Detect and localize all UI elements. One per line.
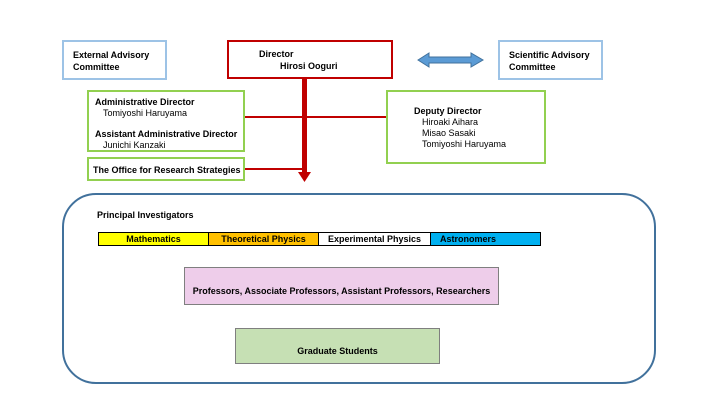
research-container [62, 193, 656, 384]
deputy-name-1: Hiroaki Aihara [422, 117, 479, 127]
director-name: Hirosi Ooguri [280, 61, 338, 71]
graduate-students-label: Graduate Students [297, 346, 378, 356]
administrative-director-name: Tomiyoshi Haruyama [103, 108, 188, 118]
research-office-label: The Office for Research Strategies [93, 165, 241, 175]
double-arrow-icon [417, 52, 484, 68]
scientific-advisory-line2: Committee [509, 62, 556, 72]
assistant-director-title: Assistant Administrative Director [95, 129, 238, 139]
field-astronomers: Astronomers [430, 232, 541, 246]
external-advisory-line2: Committee [73, 62, 120, 72]
deputy-name-2: Misao Sasaki [422, 128, 476, 138]
deputy-name-3: Tomiyoshi Haruyama [422, 139, 507, 149]
professors-label: Professors, Associate Professors, Assist… [192, 286, 491, 296]
external-advisory-committee: External Advisory Committee [62, 40, 167, 80]
graduate-students-box: Graduate Students [235, 328, 440, 364]
admin-connector-line [245, 116, 386, 118]
research-office-box: The Office for Research Strategies [87, 157, 245, 181]
deputy-director-title: Deputy Director [414, 106, 482, 116]
external-advisory-line1: External Advisory [73, 50, 150, 60]
scientific-advisory-line1: Scientific Advisory [509, 50, 590, 60]
down-arrowhead [298, 172, 311, 182]
administrative-director-title: Administrative Director [95, 97, 195, 107]
professors-box: Professors, Associate Professors, Assist… [184, 267, 499, 305]
field-theoretical-physics: Theoretical Physics [208, 232, 319, 246]
scientific-advisory-committee: Scientific Advisory Committee [498, 40, 603, 80]
office-connector-line [245, 168, 302, 170]
director-box: Director Hirosi Ooguri [227, 40, 393, 79]
administrative-box: Administrative Director Tomiyoshi Haruya… [87, 90, 245, 152]
director-title: Director [259, 49, 294, 59]
assistant-director-name: Junichi Kanzaki [103, 140, 166, 150]
field-mathematics: Mathematics [98, 232, 209, 246]
field-experimental-physics: Experimental Physics [318, 232, 431, 246]
director-vertical-line [302, 78, 307, 174]
deputy-director-box: Deputy Director Hiroaki Aihara Misao Sas… [386, 90, 546, 164]
principal-investigators-title: Principal Investigators [97, 210, 194, 220]
